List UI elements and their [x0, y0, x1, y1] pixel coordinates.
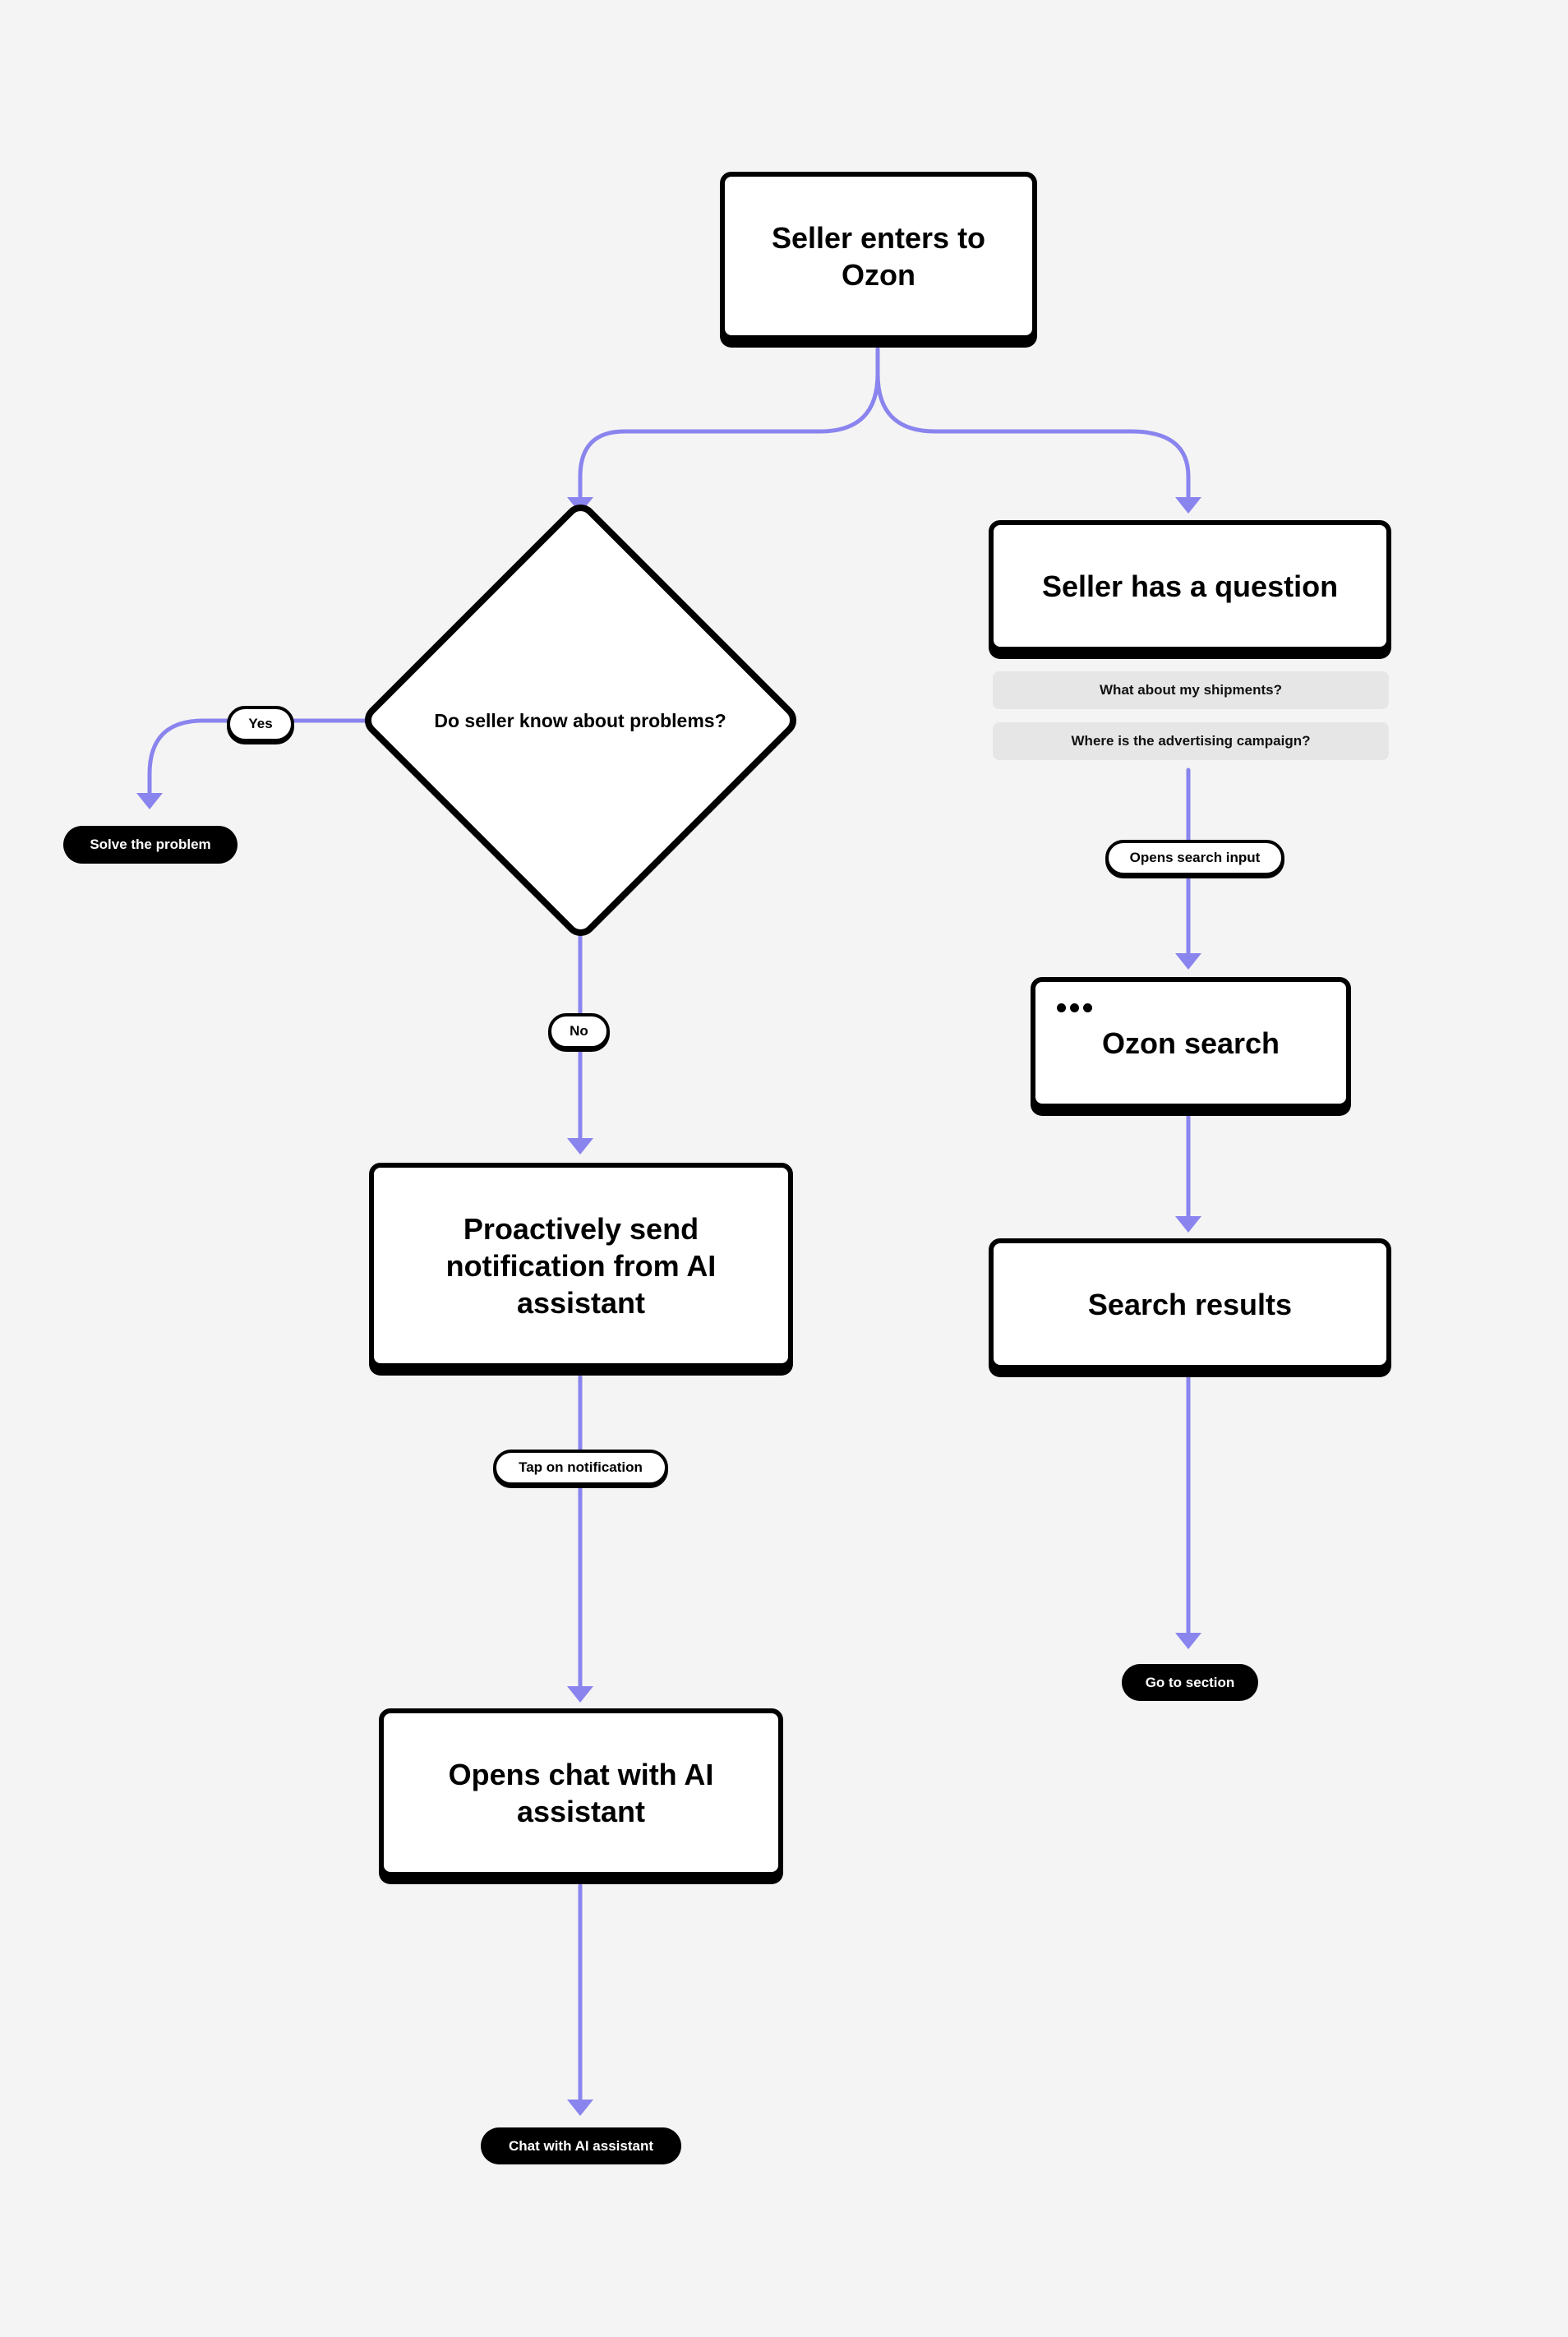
- decision-label: Do seller know about problems?: [434, 709, 726, 731]
- arrowheads: [136, 497, 1201, 2116]
- terminal-solve-problem: Solve the problem: [63, 826, 238, 864]
- node-seller-enters-label: Seller enters to Ozon: [771, 220, 986, 292]
- decision-shape: [364, 504, 797, 937]
- question-chip-advertising: Where is the advertising campaign?: [993, 722, 1389, 760]
- connector-decision-yes: [147, 718, 374, 795]
- node-proactive-notification-label: Proactively send notification from AI as…: [445, 1211, 717, 1320]
- arrowhead-chat: [567, 1686, 593, 1703]
- node-search-results-label: Search results: [1087, 1287, 1293, 1321]
- arrowhead-results: [1175, 1216, 1201, 1233]
- decision-diamond: [364, 504, 797, 937]
- edge-label-yes: Yes: [227, 706, 294, 742]
- arrowhead-section: [1175, 1633, 1201, 1649]
- edge-label-yes-text: Yes: [248, 716, 273, 731]
- node-opens-chat: Opens chat with AI assistant: [379, 1708, 783, 1877]
- arrowhead-chat-terminal: [567, 2100, 593, 2116]
- node-opens-chat-label: Opens chat with AI assistant: [448, 1757, 714, 1828]
- node-ozon-search: Ozon search: [1031, 977, 1351, 1109]
- edge-label-tap-notification-text: Tap on notification: [519, 1459, 643, 1475]
- question-chip-advertising-label: Where is the advertising campaign?: [1071, 733, 1311, 749]
- edge-label-opens-search: Opens search input: [1105, 840, 1284, 876]
- node-seller-question: Seller has a question: [989, 520, 1391, 652]
- terminal-chat-ai-assistant: Chat with AI assistant: [481, 2127, 681, 2164]
- node-seller-enters: Seller enters to Ozon: [720, 172, 1037, 340]
- node-proactive-notification: Proactively send notification from AI as…: [369, 1163, 793, 1368]
- question-chip-shipments: What about my shipments?: [993, 671, 1389, 709]
- node-search-results: Search results: [989, 1238, 1391, 1370]
- edge-label-no-text: No: [570, 1023, 588, 1039]
- node-seller-question-label: Seller has a question: [1041, 569, 1339, 603]
- terminal-chat-ai-assistant-label: Chat with AI assistant: [508, 2137, 653, 2154]
- arrowhead-search: [1175, 953, 1201, 970]
- three-dots-window-icon: [1057, 1003, 1092, 1012]
- edge-label-no: No: [548, 1013, 610, 1049]
- question-chip-shipments-label: What about my shipments?: [1100, 682, 1282, 698]
- connector-start-to-decision: [578, 347, 880, 500]
- arrowhead-notify: [567, 1138, 593, 1155]
- edge-label-opens-search-text: Opens search input: [1129, 850, 1261, 865]
- terminal-go-to-section-label: Go to section: [1145, 1674, 1235, 1690]
- connector-start-to-question: [875, 347, 1191, 500]
- arrowhead-solve: [136, 793, 163, 809]
- terminal-go-to-section: Go to section: [1122, 1664, 1258, 1701]
- node-ozon-search-label: Ozon search: [1101, 1026, 1280, 1060]
- decision-label-box: Do seller know about problems?: [408, 696, 753, 745]
- arrowhead-question: [1175, 497, 1201, 514]
- edge-label-tap-notification: Tap on notification: [493, 1450, 668, 1486]
- terminal-solve-problem-label: Solve the problem: [90, 837, 211, 852]
